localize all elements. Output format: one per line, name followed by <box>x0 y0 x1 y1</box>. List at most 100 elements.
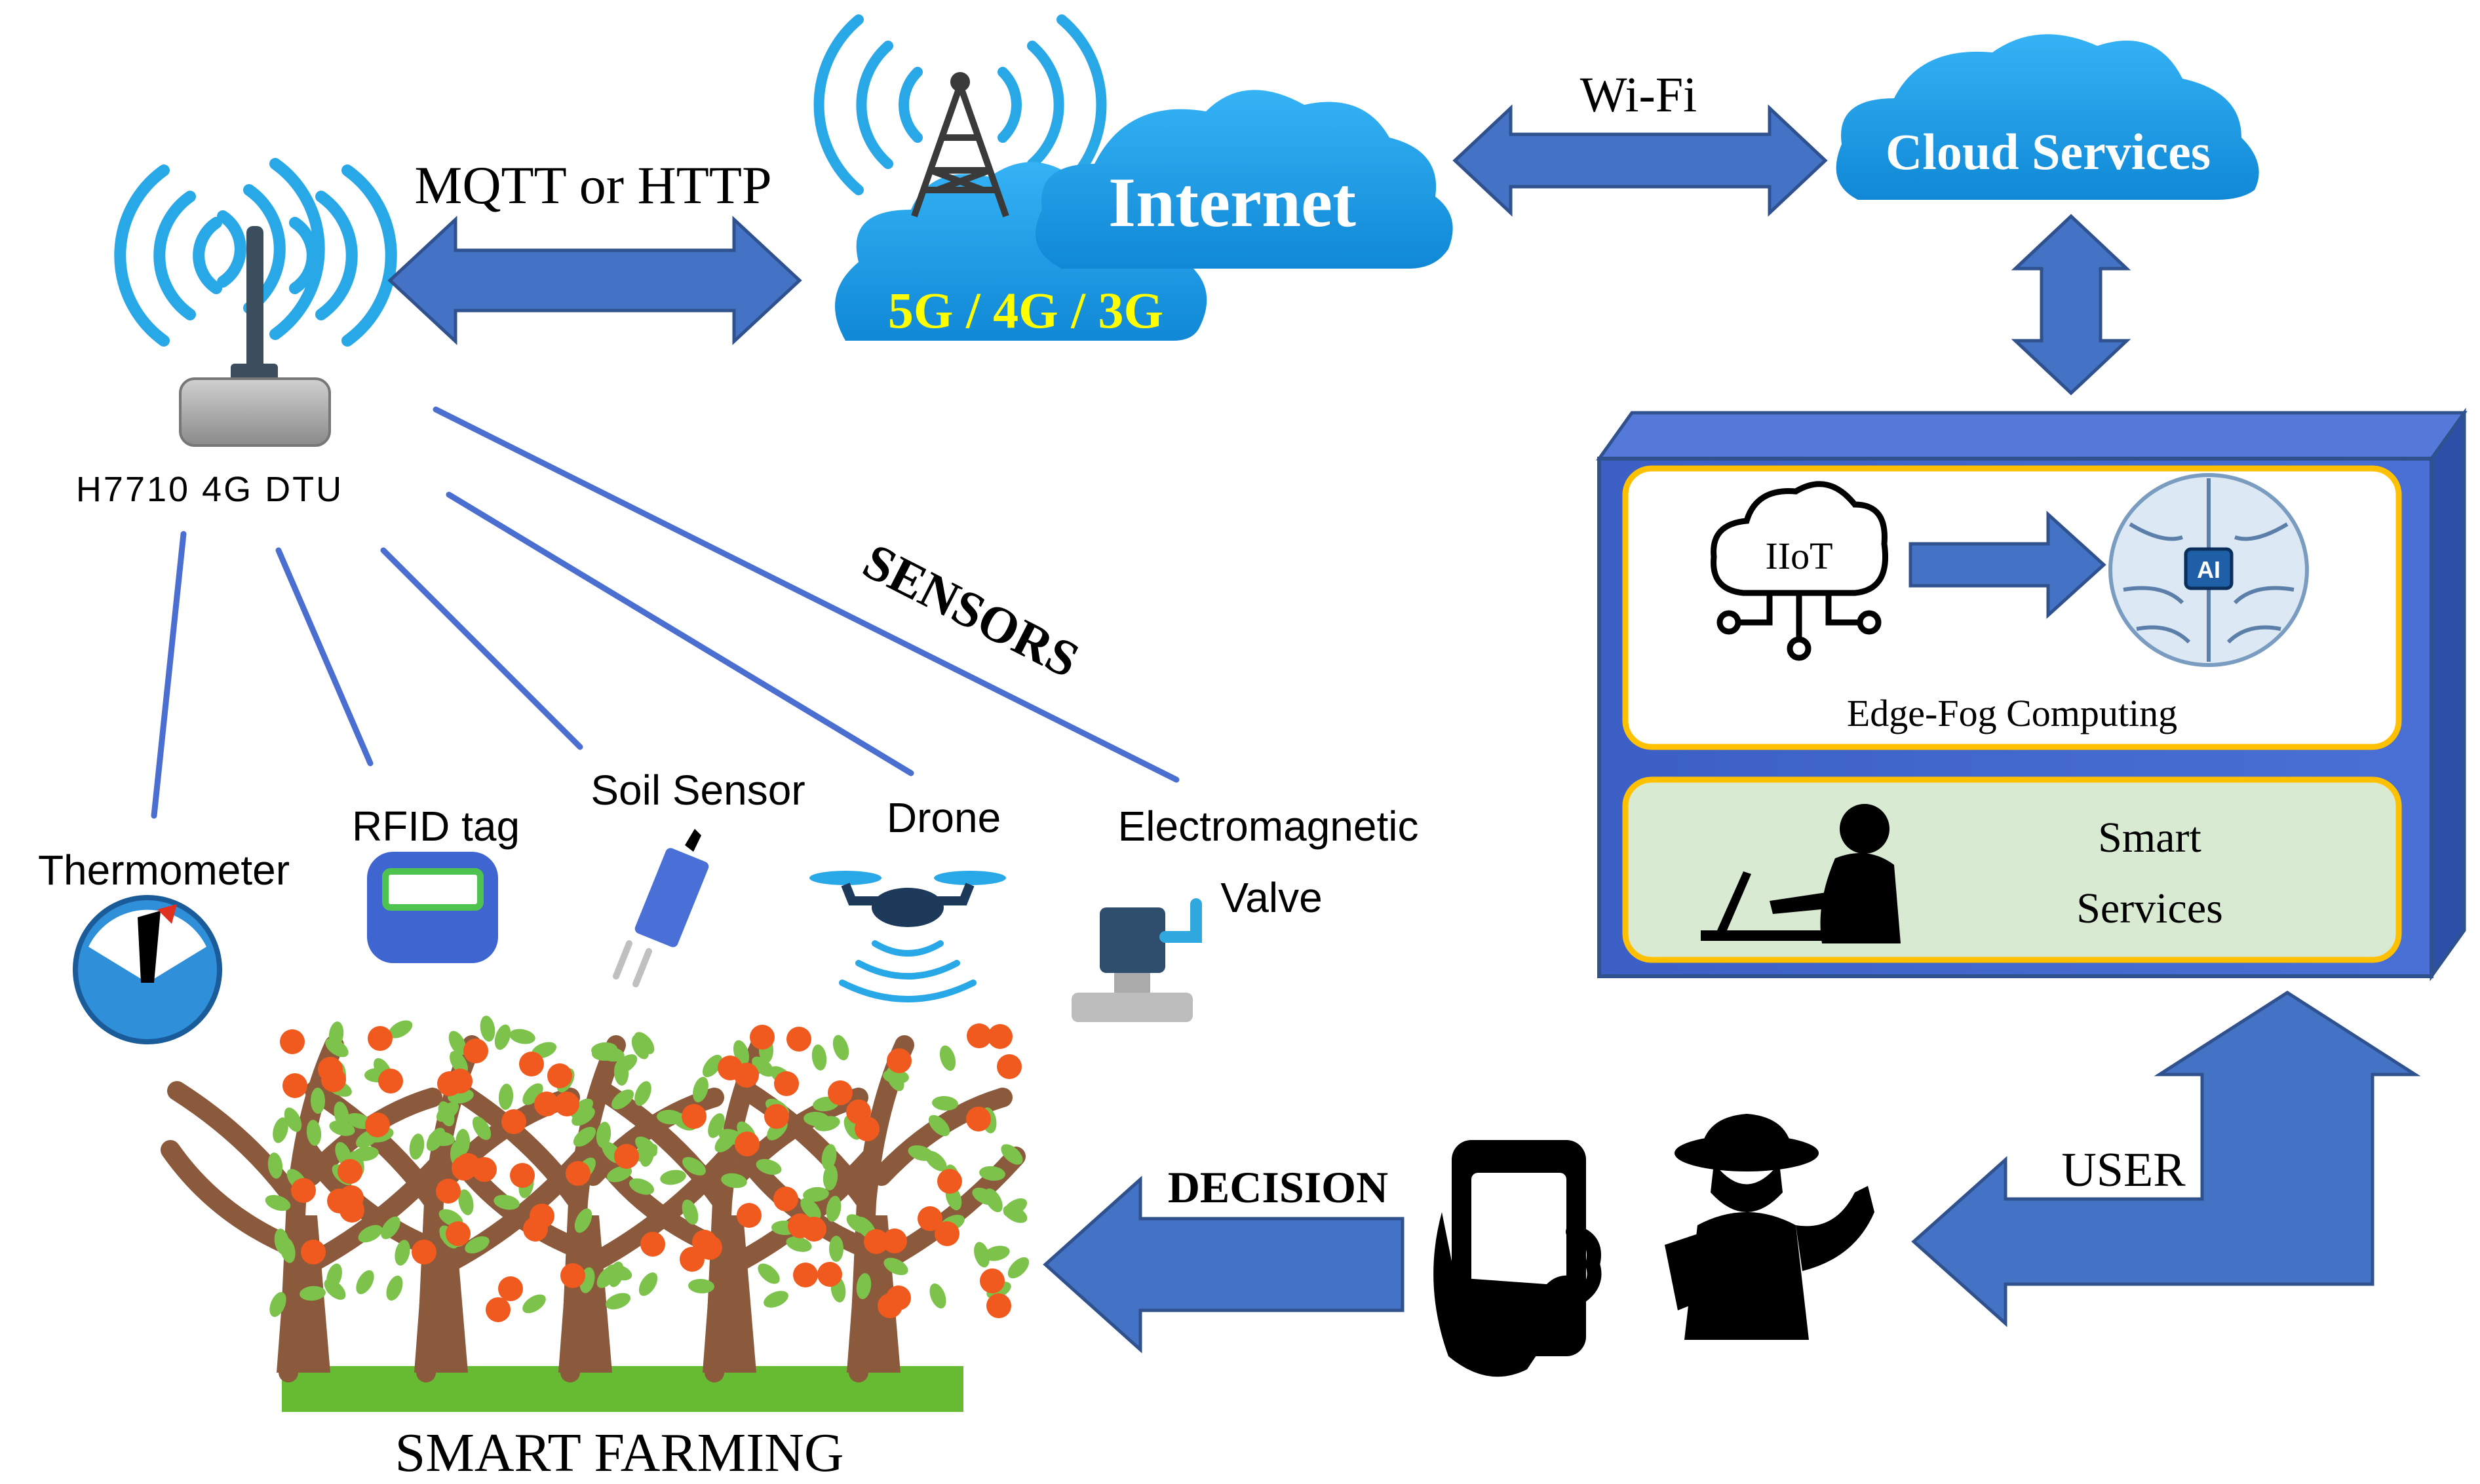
leaf <box>682 1199 699 1225</box>
leaf <box>804 1111 830 1127</box>
edge-fog-label: Edge-Fog Computing <box>1847 692 2177 734</box>
fruit <box>828 1080 853 1105</box>
fruit <box>864 1229 889 1254</box>
fruit <box>472 1157 497 1182</box>
leaf <box>1003 1205 1028 1223</box>
dtu-label: H7710 4G DTU <box>76 470 343 509</box>
fruit <box>463 1038 488 1063</box>
leaf <box>929 1283 946 1309</box>
fruit <box>882 1228 907 1253</box>
fruit <box>412 1240 436 1265</box>
fruit <box>887 1048 912 1073</box>
mqtt-double-arrow <box>387 216 802 345</box>
leaf <box>638 1272 658 1296</box>
leaf <box>883 1257 908 1276</box>
fruit <box>547 1063 572 1088</box>
fruit <box>846 1099 871 1124</box>
orchard-trees <box>161 1016 1030 1382</box>
leaf <box>758 1263 780 1284</box>
fruit <box>614 1144 639 1169</box>
leaf <box>494 1194 520 1210</box>
rfid-device: RFID tag <box>352 803 520 963</box>
leaf <box>509 1029 535 1044</box>
smart-farming-label: SMART FARMING <box>395 1422 843 1483</box>
fruit <box>510 1163 535 1188</box>
ai-brain-icon: AI <box>2108 473 2309 667</box>
leaf <box>409 1133 425 1160</box>
leaf <box>979 1166 1005 1181</box>
fruit <box>997 1054 1022 1079</box>
fruit <box>817 1262 842 1287</box>
leaf <box>846 1214 870 1234</box>
fruit <box>773 1187 798 1211</box>
leaf <box>438 1101 455 1127</box>
leaf <box>324 1279 346 1300</box>
leaf <box>269 1292 286 1317</box>
leaf <box>273 1117 288 1143</box>
leaf <box>358 1225 383 1243</box>
leaf <box>821 1144 837 1170</box>
iiot-to-ai-arrow <box>1908 510 2106 619</box>
leaf <box>764 1291 788 1308</box>
laptop-user-icon <box>1701 804 1901 943</box>
leaf <box>573 1126 596 1147</box>
soil-sensor-label: Soil Sensor <box>591 767 805 814</box>
leaf <box>356 1270 374 1295</box>
smart-services-panel <box>1622 776 2402 963</box>
dtu-signal-right-icon <box>289 164 397 347</box>
ai-label: AI <box>2197 556 2220 583</box>
fruit <box>786 1027 811 1052</box>
leaf <box>786 1236 812 1252</box>
line-valve <box>433 406 1180 783</box>
sensor-connection-lines <box>151 406 1180 819</box>
leaf <box>708 1113 725 1138</box>
leaf <box>494 1024 511 1050</box>
leaf <box>829 1236 843 1262</box>
decision-label: DECISION <box>1168 1162 1388 1212</box>
user-arrow <box>1911 991 2421 1327</box>
fruit <box>554 1092 579 1116</box>
fruit <box>530 1204 554 1228</box>
leaf <box>465 1236 490 1254</box>
fruit <box>682 1104 707 1129</box>
leaf <box>639 1141 655 1167</box>
fruit <box>301 1240 326 1265</box>
fruit <box>680 1247 705 1272</box>
leaf <box>267 1152 283 1179</box>
leaf <box>974 1242 990 1268</box>
fruit <box>291 1178 316 1203</box>
tower-signal-icon <box>813 14 1107 195</box>
fruit <box>519 1052 544 1076</box>
leaf <box>429 1131 455 1147</box>
leaf <box>803 1187 829 1202</box>
leaf <box>310 1088 326 1114</box>
leaf <box>657 1109 683 1125</box>
fruit <box>764 1104 789 1129</box>
mqtt-label: MQTT or HTTP <box>414 155 771 215</box>
edge-box-top <box>1596 411 2468 461</box>
user-label: USER <box>2061 1143 2186 1197</box>
leaf <box>522 1083 543 1105</box>
leaf <box>480 1016 495 1042</box>
dtu-signal-left-icon <box>114 164 222 347</box>
fruit <box>448 1069 473 1094</box>
thermometer-device: Thermometer <box>38 847 290 1044</box>
fruit <box>774 1071 799 1096</box>
leaf <box>448 1031 467 1056</box>
leaf <box>832 1035 849 1061</box>
valve-device: Electromagnetic Valve <box>1072 803 1418 1022</box>
soil-probe-icon <box>613 829 709 987</box>
leaf <box>284 1107 302 1132</box>
internet-cloud <box>1036 90 1453 269</box>
wifi-link: Wi-Fi <box>1452 67 1828 217</box>
leaf <box>660 1170 686 1185</box>
internet-cloud-group: Internet 5G / 4G / 3G <box>813 14 1453 341</box>
leaf <box>381 1216 400 1240</box>
cellular-label: 5G / 4G / 3G <box>888 282 1163 339</box>
iiot-label: IIoT <box>1765 535 1832 577</box>
leaf <box>455 1129 471 1155</box>
leaf <box>591 1042 617 1057</box>
fruit <box>735 1132 760 1156</box>
leaf <box>265 1194 291 1211</box>
